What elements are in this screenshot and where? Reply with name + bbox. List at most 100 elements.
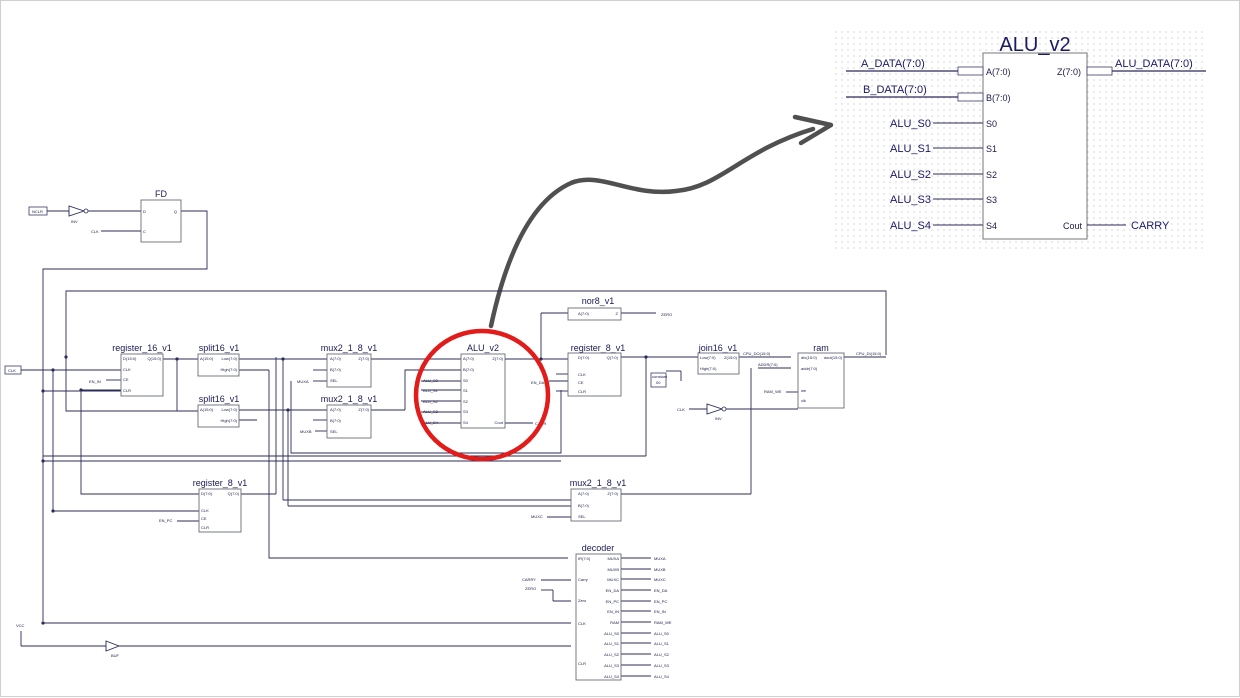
inverter-icon xyxy=(68,205,86,217)
svg-text:CE: CE xyxy=(578,380,584,385)
svg-text:D(15:0): D(15:0) xyxy=(123,356,137,361)
svg-text:CLK: CLK xyxy=(578,621,586,626)
split16-top-block xyxy=(197,353,240,377)
svg-text:we: we xyxy=(801,388,807,393)
svg-text:CPU_DI(15:0): CPU_DI(15:0) xyxy=(856,351,882,356)
clk-port xyxy=(4,365,22,375)
svg-text:ALU_S3: ALU_S3 xyxy=(423,409,439,414)
svg-text:S3: S3 xyxy=(463,409,469,414)
svg-text:Low(7:0): Low(7:0) xyxy=(221,356,237,361)
svg-text:MUXA: MUXA xyxy=(607,556,619,561)
svg-text:Z(15:0): Z(15:0) xyxy=(724,355,738,360)
svg-text:IR(7:0): IR(7:0) xyxy=(578,556,591,561)
svg-text:MUXB: MUXB xyxy=(300,429,312,434)
svg-text:S0: S0 xyxy=(463,378,469,383)
svg-text:EN_DA: EN_DA xyxy=(654,588,668,593)
svg-text:S1: S1 xyxy=(463,388,469,393)
svg-text:RAM: RAM xyxy=(610,620,619,625)
svg-text:High(7:0): High(7:0) xyxy=(700,366,717,371)
ram-block xyxy=(797,352,845,409)
svg-text:ALU_S4: ALU_S4 xyxy=(654,674,670,679)
inset-alu-s4: ALU_S4 xyxy=(890,220,931,232)
svg-text:ALU_S1: ALU_S1 xyxy=(604,641,620,646)
register-8-top-block xyxy=(567,352,622,397)
svg-text:EN_PC: EN_PC xyxy=(606,599,619,604)
ram-title: ram xyxy=(813,343,829,353)
svg-text:CLR: CLR xyxy=(201,525,209,530)
zoom-inset: ALU_v2 A_DATA(7:0) A(7:0) B_DATA(7:0) B(… xyxy=(833,31,1207,251)
svg-text:A(7:0): A(7:0) xyxy=(330,356,342,361)
svg-text:Low(7:0): Low(7:0) xyxy=(221,407,237,412)
svg-text:CLK: CLK xyxy=(201,508,209,513)
svg-text:ALU_S0: ALU_S0 xyxy=(423,378,439,383)
svg-text:B(7:0): B(7:0) xyxy=(463,367,475,372)
decoder-outputs: MUXA MUXB MUXC EN_DA EN_PC EN_IN RAM ALU… xyxy=(604,556,672,679)
svg-text:Carry: Carry xyxy=(578,577,588,582)
svg-text:INV: INV xyxy=(715,416,722,421)
svg-text:Q(15:0): Q(15:0) xyxy=(147,356,161,361)
inset-alu-s3: ALU_S3 xyxy=(890,194,931,206)
inset-pin-cout: Cout xyxy=(1063,221,1083,231)
highlight-circle xyxy=(413,328,551,462)
decoder-title: decoder xyxy=(582,543,615,553)
inset-alu-block xyxy=(982,52,1088,240)
inset-pin-b: B(7:0) xyxy=(986,93,1011,103)
nor8-title: nor8_v1 xyxy=(582,296,615,306)
svg-text:High(7:0): High(7:0) xyxy=(221,367,238,372)
svg-text:ZERO: ZERO xyxy=(525,586,536,591)
svg-text:SEL: SEL xyxy=(330,429,338,434)
svg-text:Z(7:0): Z(7:0) xyxy=(358,356,369,361)
svg-text:A(7:0): A(7:0) xyxy=(330,407,342,412)
inset-alu-data-label: ALU_DATA(7:0) xyxy=(1115,58,1193,70)
alu-block xyxy=(460,353,506,429)
register-16-block xyxy=(120,353,164,397)
svg-text:Z(7:0): Z(7:0) xyxy=(607,491,618,496)
mux-a-block xyxy=(326,353,372,388)
svg-text:ALU_S4: ALU_S4 xyxy=(604,674,620,679)
svg-text:MUXA: MUXA xyxy=(654,556,666,561)
svg-text:Zero: Zero xyxy=(578,598,587,603)
svg-text:A(7:0): A(7:0) xyxy=(463,356,475,361)
inset-carry-label: CARRY xyxy=(1131,220,1170,232)
split16-bottom-title: split16_v1 xyxy=(199,394,240,404)
svg-text:ADDR(7:0): ADDR(7:0) xyxy=(758,362,778,367)
inset-pin-s3: S3 xyxy=(986,195,997,205)
svg-text:CLR: CLR xyxy=(123,388,131,393)
svg-text:ALU_S2: ALU_S2 xyxy=(423,399,439,404)
nor8-block xyxy=(567,307,622,321)
svg-text:dout(15:0): dout(15:0) xyxy=(824,355,843,360)
inset-alu-s2: ALU_S2 xyxy=(890,169,931,181)
svg-text:addr(7:0): addr(7:0) xyxy=(801,366,818,371)
svg-text:SEL: SEL xyxy=(578,514,586,519)
inset-pin-s1: S1 xyxy=(986,144,997,154)
mux-a-title: mux2_1_8_v1 xyxy=(321,343,378,353)
svg-text:Z: Z xyxy=(616,311,619,316)
svg-text:RAM_WE: RAM_WE xyxy=(654,620,672,625)
svg-text:MUXB: MUXB xyxy=(654,567,666,572)
fd-title: FD xyxy=(155,189,167,199)
inset-a-data-label: A_DATA(7:0) xyxy=(861,58,925,70)
svg-text:MUXC: MUXC xyxy=(531,514,543,519)
inset-pin-s4: S4 xyxy=(986,221,997,231)
svg-text:CLK: CLK xyxy=(8,368,16,373)
split16-top-title: split16_v1 xyxy=(199,343,240,353)
mux-b-block xyxy=(326,404,372,439)
svg-text:D(7:0): D(7:0) xyxy=(578,355,590,360)
svg-text:ALU_S0: ALU_S0 xyxy=(654,631,670,636)
svg-text:Q(7:0): Q(7:0) xyxy=(607,355,619,360)
svg-text:MUXA: MUXA xyxy=(297,379,309,384)
zoom-arrow xyxy=(488,126,816,329)
inset-alu-s0: ALU_S0 xyxy=(890,118,931,130)
fd-block xyxy=(140,199,182,243)
svg-text:B(7:0): B(7:0) xyxy=(578,503,590,508)
svg-text:ALU_S3: ALU_S3 xyxy=(654,663,670,668)
nclr-label: NCLR xyxy=(32,209,43,214)
svg-text:Low(7:0): Low(7:0) xyxy=(700,355,716,360)
svg-text:Q: Q xyxy=(174,209,177,214)
svg-text:EN_PC: EN_PC xyxy=(159,518,172,523)
svg-text:S4: S4 xyxy=(463,420,469,425)
svg-text:constant: constant xyxy=(652,374,668,379)
register-8-bottom-title: register_8_v1 xyxy=(193,478,248,488)
svg-text:CLK: CLK xyxy=(91,229,99,234)
split16-bottom-block xyxy=(197,404,240,428)
